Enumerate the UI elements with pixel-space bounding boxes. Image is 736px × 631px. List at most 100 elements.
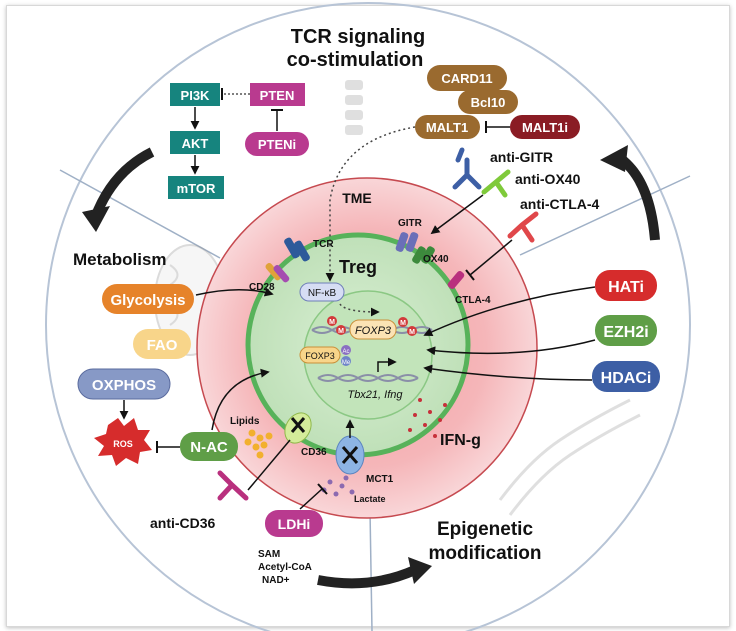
methyl-mark-4: M <box>407 326 417 336</box>
methyl-me-mark: Me <box>341 356 351 366</box>
svg-text:Ac: Ac <box>342 349 349 355</box>
svg-text:AKT: AKT <box>182 136 209 151</box>
svg-text:NF-κB: NF-κB <box>308 288 337 299</box>
svg-text:Me: Me <box>342 360 351 366</box>
svg-text:PTENi: PTENi <box>258 137 296 152</box>
anti-gitr-antibody-icon <box>452 147 482 190</box>
mtor-node: mTOR <box>168 176 224 199</box>
svg-text:PTEN: PTEN <box>260 88 295 103</box>
foxp3-gene-box: FOXP3 <box>349 319 397 340</box>
tcr-receptor-icon <box>284 237 310 262</box>
sam-label: SAM <box>258 549 280 560</box>
methyl-mark-3: M <box>398 317 408 327</box>
svg-text:M: M <box>400 320 406 327</box>
svg-text:Glycolysis: Glycolysis <box>110 292 185 309</box>
pten-node: PTEN <box>250 83 305 106</box>
tbx21-ifng-label: Tbx21, Ifng <box>347 389 403 401</box>
tcr-faint-icon <box>345 80 363 135</box>
svg-text:CARD11: CARD11 <box>441 71 492 86</box>
card11-node: CARD11 <box>427 65 507 91</box>
mct1-label: MCT1 <box>366 474 394 485</box>
tme-label: TME <box>342 190 372 206</box>
svg-text:N-AC: N-AC <box>190 439 228 456</box>
anti-ox40-label: anti-OX40 <box>515 171 581 187</box>
malt1i-node: MALT1i <box>510 115 580 139</box>
pi3k-node: PI3K <box>170 83 220 106</box>
ctla4-receptor-icon <box>447 270 465 290</box>
foxp3-protein: FOXP3 <box>299 346 341 364</box>
ox40-receptor-label: OX40 <box>423 254 449 265</box>
hdaci-node: HDACi <box>592 361 660 392</box>
svg-text:M: M <box>409 329 415 336</box>
svg-text:MALT1i: MALT1i <box>522 120 568 135</box>
svg-text:HDACi: HDACi <box>601 370 652 387</box>
akt-node: AKT <box>170 131 220 154</box>
fao-node: FAO <box>133 329 191 359</box>
acetyl-mark: Ac <box>341 345 351 355</box>
ezh2i-node: EZH2i <box>595 315 657 346</box>
gitr-receptor-icon <box>395 232 419 252</box>
lipid-droplets-icon <box>244 429 273 459</box>
nac-node: N-AC <box>180 432 238 461</box>
mct1-transporter-icon <box>335 435 365 475</box>
anti-ctla4-label: anti-CTLA-4 <box>520 196 600 212</box>
epigenetic-title-line1: Epigenetic <box>437 519 534 540</box>
svg-text:MALT1: MALT1 <box>426 120 468 135</box>
anti-cd36-antibody-icon <box>217 470 249 501</box>
svg-text:OXPHOS: OXPHOS <box>92 377 156 394</box>
oxphos-node: OXPHOS <box>77 368 171 400</box>
pteni-node: PTENi <box>245 132 309 156</box>
divider-bottom <box>369 509 373 631</box>
anti-gitr-label: anti-GITR <box>490 149 553 165</box>
svg-text:M: M <box>329 319 335 326</box>
anti-ctla4-antibody-icon <box>507 211 539 243</box>
tcr-title-line2: co-stimulation <box>287 49 424 71</box>
lipids-label: Lipids <box>230 416 260 427</box>
svg-text:M: M <box>338 328 344 335</box>
ifng-dots-icon <box>408 398 447 438</box>
divider-left <box>59 169 221 259</box>
svg-text:ROS: ROS <box>113 439 133 449</box>
treg-label: Treg <box>339 257 377 277</box>
cd36-transporter-icon <box>284 412 312 444</box>
dna-background-icon <box>498 398 641 516</box>
gitr-receptor-label: GITR <box>398 218 423 229</box>
tcr-receptor-label: TCR <box>313 239 334 250</box>
anti-ox40-antibody-icon <box>481 169 511 198</box>
ros-burst-icon: ROS <box>94 418 152 466</box>
dna-strand-bottom <box>317 374 419 382</box>
malt1-node: MALT1 <box>415 115 480 139</box>
cycle-arrow-bottom <box>317 565 418 589</box>
svg-text:mTOR: mTOR <box>177 181 216 196</box>
svg-text:LDHi: LDHi <box>278 516 311 532</box>
cd28-receptor-icon <box>265 262 290 283</box>
methyl-mark-1: M <box>327 316 337 326</box>
glycolysis-node: Glycolysis <box>102 284 194 314</box>
metabolism-title: Metabolism <box>73 250 167 269</box>
svg-text:PI3K: PI3K <box>181 88 211 103</box>
lactate-label: Lactate <box>354 494 386 504</box>
svg-text:FOXP3: FOXP3 <box>355 325 392 337</box>
tcr-title-line1: TCR signaling <box>291 26 425 48</box>
divider-right <box>519 175 691 256</box>
ox40-receptor-icon <box>412 246 435 264</box>
hati-node: HATi <box>595 270 657 301</box>
svg-text:HATi: HATi <box>608 279 644 296</box>
ldhi-node: LDHi <box>265 510 323 537</box>
svg-text:FOXP3: FOXP3 <box>305 351 335 361</box>
ifng-label: IFN-g <box>440 432 481 449</box>
anti-cd36-label: anti-CD36 <box>150 515 216 531</box>
nad-label: NAD+ <box>262 575 290 586</box>
nfkb-node: NF-κB <box>299 282 345 302</box>
svg-text:Bcl10: Bcl10 <box>471 95 506 110</box>
cd28-receptor-label: CD28 <box>249 282 275 293</box>
svg-text:FAO: FAO <box>147 337 178 354</box>
ctla4-receptor-label: CTLA-4 <box>455 295 491 306</box>
outer-circle <box>45 2 691 631</box>
methyl-mark-2: M <box>336 325 346 335</box>
svg-text:EZH2i: EZH2i <box>603 324 648 341</box>
bcl10-node: Bcl10 <box>458 90 518 114</box>
acetyl-coa-label: Acetyl-CoA <box>258 562 312 573</box>
cd36-label: CD36 <box>301 447 327 458</box>
